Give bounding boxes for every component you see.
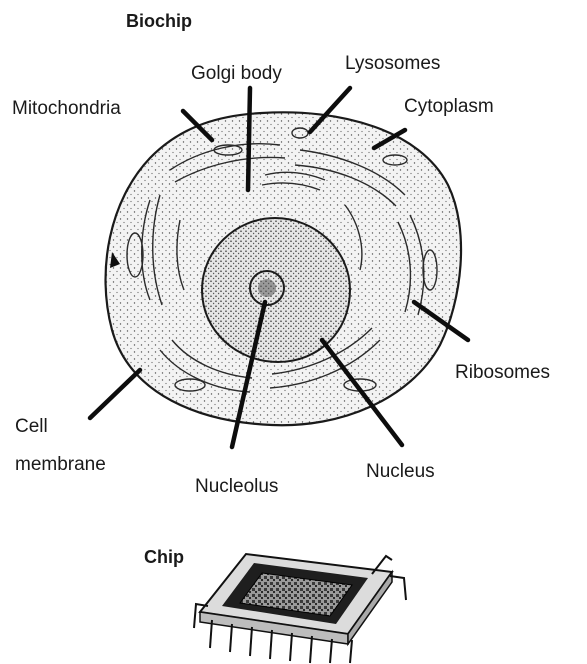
- cell: [106, 112, 462, 425]
- label-cytoplasm: Cytoplasm: [404, 96, 494, 117]
- chip-title: Chip: [144, 547, 184, 567]
- label-ribosomes: Ribosomes: [455, 362, 550, 383]
- label-golgi-body: Golgi body: [191, 63, 282, 84]
- label-nucleus: Nucleus: [366, 461, 435, 482]
- label-cell: Cell: [15, 416, 48, 437]
- label-mitochondria: Mitochondria: [12, 98, 121, 119]
- leader-golgi: [248, 88, 250, 190]
- leader-cell-membrane: [90, 370, 140, 418]
- label-nucleolus: Nucleolus: [195, 476, 278, 497]
- label-lysosomes: Lysosomes: [345, 53, 440, 74]
- chip-drawing: [194, 554, 406, 663]
- label-membrane: membrane: [15, 454, 106, 475]
- biochip-title: Biochip: [126, 11, 192, 31]
